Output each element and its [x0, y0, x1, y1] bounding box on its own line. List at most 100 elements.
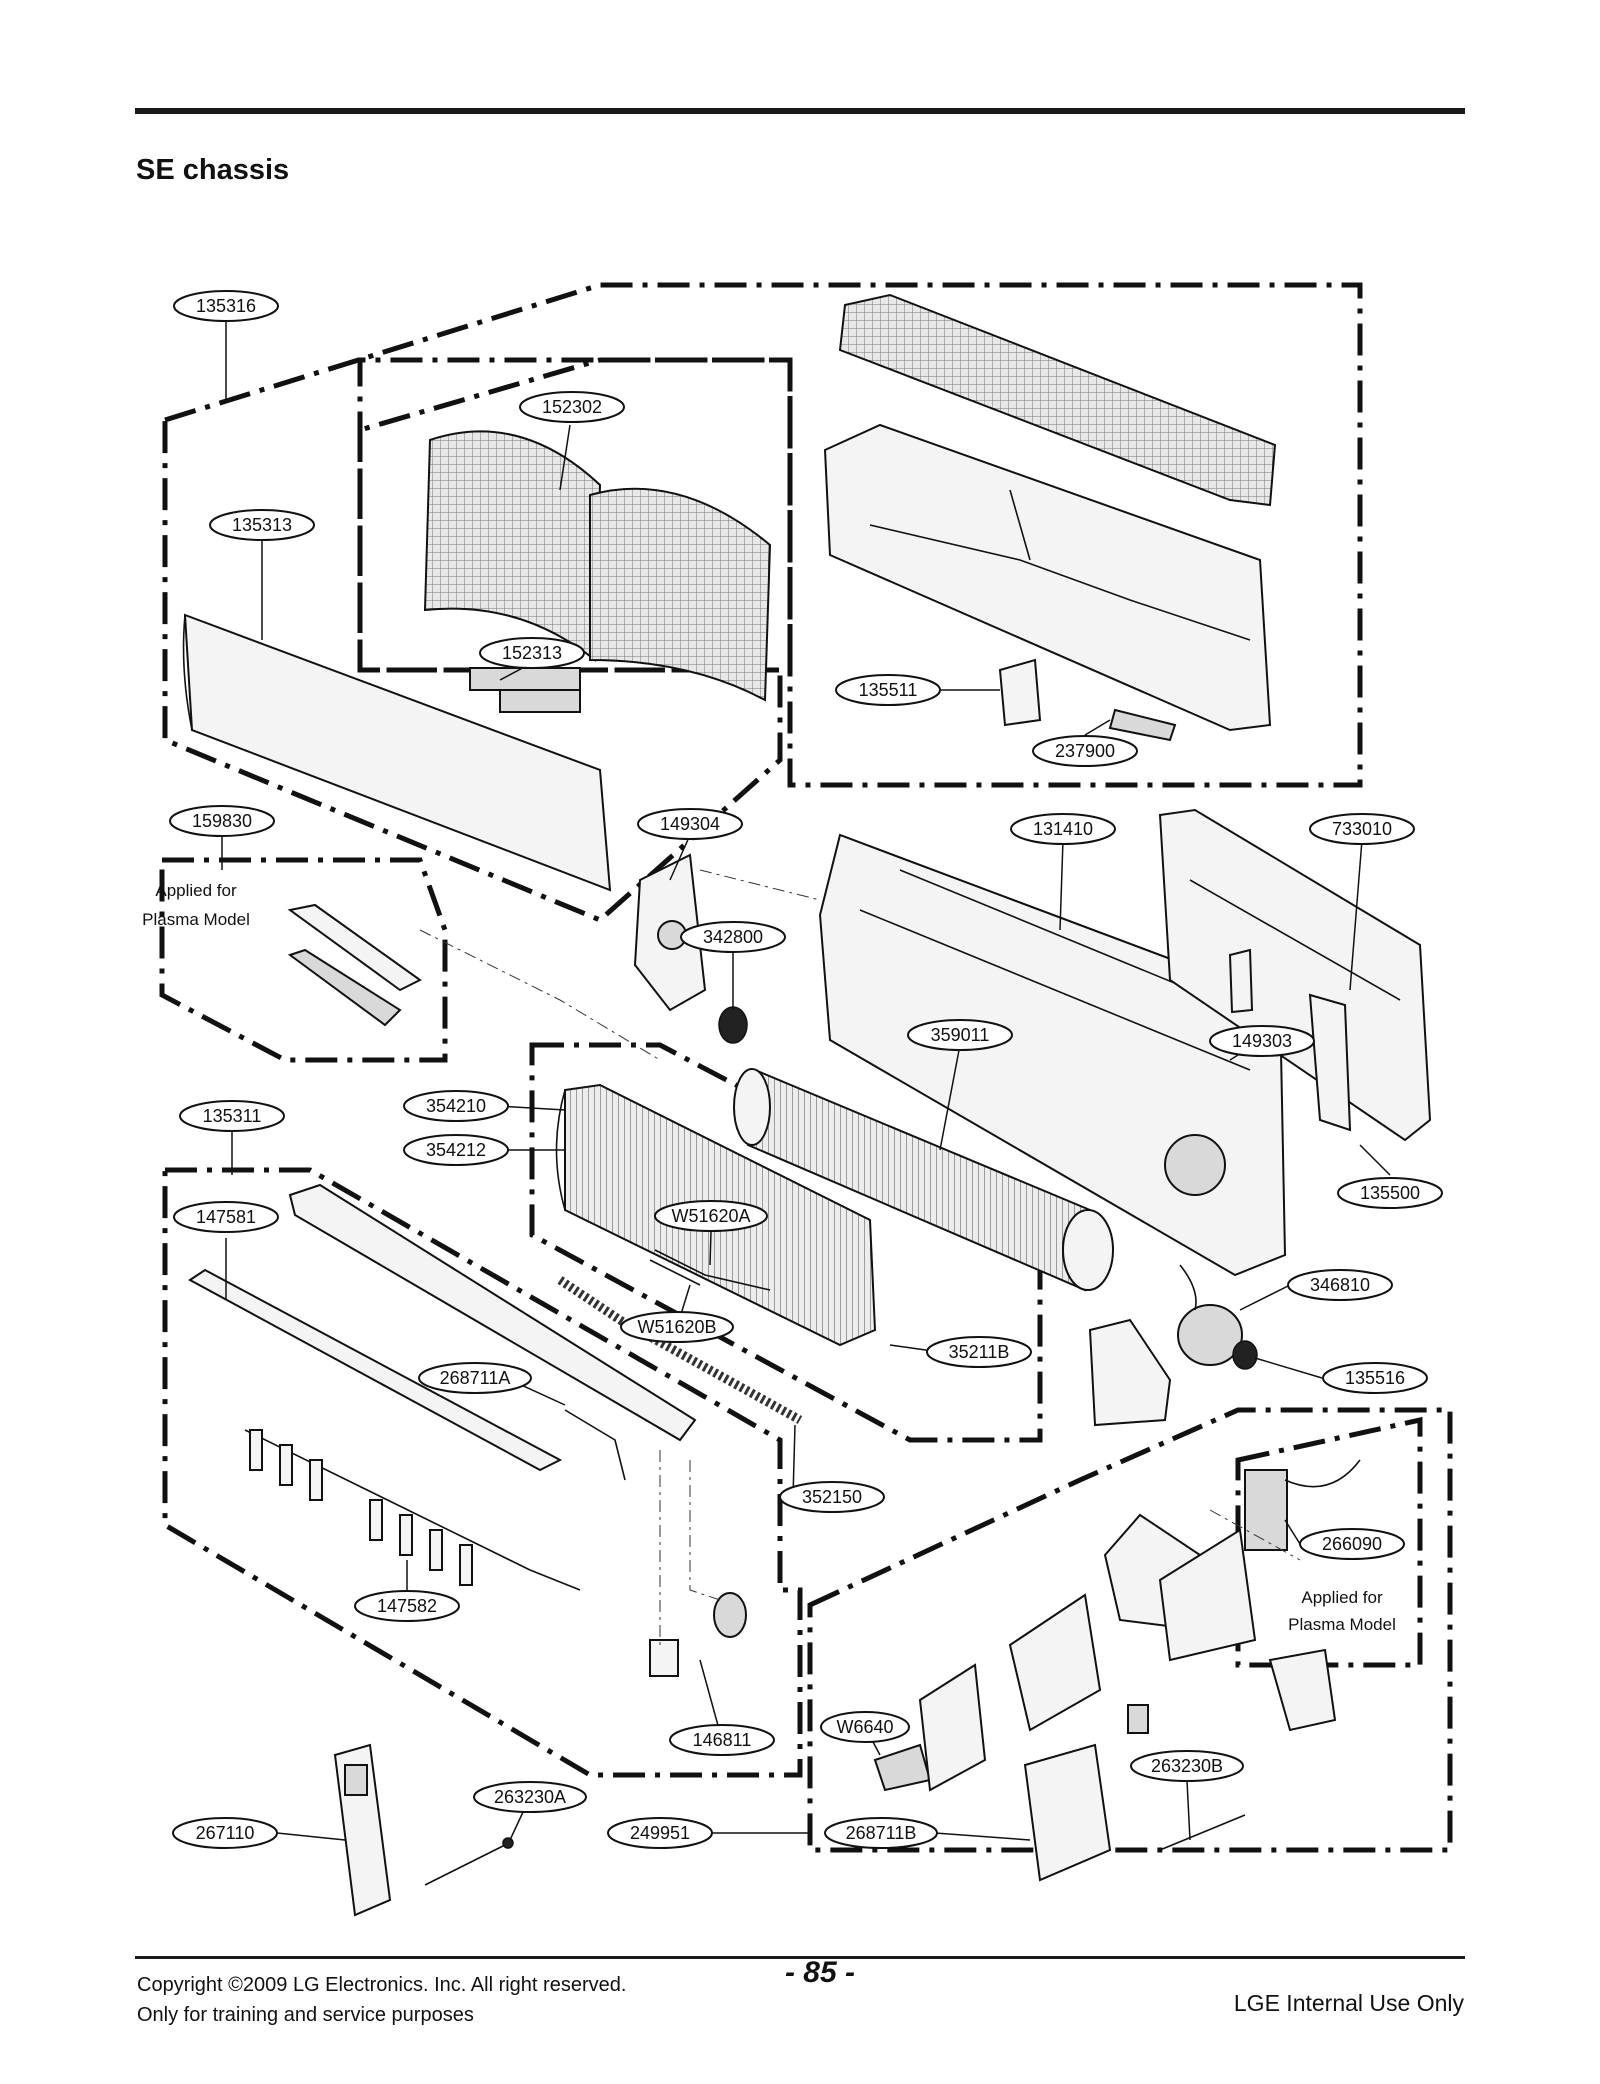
svg-text:135316: 135316 [196, 296, 256, 316]
remote-controller [333, 1743, 392, 1917]
callout-237900: 237900 [1032, 735, 1138, 767]
svg-text:W6640: W6640 [836, 1717, 893, 1737]
assembly-guide-line [689, 1460, 721, 1601]
callout-W51620B: W51620B [620, 1311, 734, 1343]
svg-text:135313: 135313 [232, 515, 292, 535]
callout-359011: 359011 [907, 1019, 1013, 1051]
filter-group-outline [357, 357, 793, 673]
plasma-bracket [1268, 1648, 1337, 1732]
page-title: SE chassis [136, 154, 290, 186]
plasma-filter-group-outline [159, 857, 448, 1063]
side-cover [998, 658, 1042, 727]
svg-text:W51620B: W51620B [637, 1317, 716, 1337]
main-pcb [1023, 1743, 1112, 1882]
front-panel [182, 613, 612, 892]
page-number: - 85 - [784, 1956, 856, 1989]
callout-249951: 249951 [607, 1817, 713, 1849]
svg-text:268711A: 268711A [440, 1368, 511, 1388]
callout-159830: 159830 [169, 805, 275, 837]
callout-268711A: 268711A [418, 1362, 532, 1394]
installation-plate [1158, 808, 1432, 1142]
plasma-generator-group-outline [1235, 1416, 1423, 1668]
svg-text:237900: 237900 [1055, 741, 1115, 761]
callout-268711B: 268711B [824, 1817, 938, 1849]
copyright-text: Copyright ©2009 LG Electronics. Inc. All… [137, 1974, 627, 1996]
callout-135313: 135313 [209, 509, 315, 541]
svg-text:266090: 266090 [1322, 1534, 1382, 1554]
svg-text:135516: 135516 [1345, 1368, 1405, 1388]
callout-152302: 152302 [519, 391, 625, 423]
svg-text:359011: 359011 [931, 1025, 990, 1045]
pipe-thermistor-indoor [424, 1837, 514, 1886]
evaporator-group-outline [529, 1042, 1043, 1443]
drain-hose [557, 1276, 803, 1424]
callout-266090: 266090 [1299, 1528, 1405, 1560]
assembly-guide-line [699, 869, 821, 901]
footer-rule [135, 1956, 1465, 1959]
svg-text:354212: 354212 [426, 1140, 486, 1160]
callout-147582: 147582 [354, 1590, 460, 1622]
svg-text:131410: 131410 [1033, 819, 1093, 839]
air-filter-left [423, 430, 602, 663]
internal-use-text: LGE Internal Use Only [1233, 1990, 1464, 2016]
left-holder [633, 853, 707, 1012]
callout-135511: 135511 [835, 674, 941, 706]
callout-131410: 131410 [1010, 813, 1116, 845]
deodorizing-filter [469, 667, 581, 713]
callout-352150: 352150 [779, 1481, 885, 1513]
svg-text:249951: 249951 [630, 1823, 690, 1843]
fan-bearing [718, 1006, 748, 1044]
svg-text:152313: 152313 [502, 643, 562, 663]
terminal-block [873, 1743, 932, 1792]
discharge-vane [188, 1183, 697, 1472]
svg-text:149303: 149303 [1232, 1031, 1292, 1051]
callout-135516: 135516 [1322, 1362, 1428, 1394]
callout-147581: 147581 [173, 1201, 279, 1233]
pipe-thermistor-outdoor [1159, 1814, 1246, 1851]
plasma-generator [1244, 1459, 1361, 1551]
svg-text:135500: 135500 [1360, 1183, 1420, 1203]
plasma-note-right-line2: Plasma Model [1288, 1615, 1396, 1634]
svg-text:135511: 135511 [859, 680, 918, 700]
step-motor [649, 1592, 747, 1677]
callout-146811: 146811 [669, 1724, 775, 1756]
plasma-filter [287, 903, 422, 1027]
cross-flow-fan-group-outline [162, 1167, 803, 1778]
front-panel-group-outline [162, 282, 1363, 923]
svg-text:149304: 149304 [660, 814, 720, 834]
callout-149304: 149304 [637, 808, 743, 840]
plasma-note-right-line1: Applied for [1301, 1588, 1383, 1607]
svg-text:263230B: 263230B [1151, 1756, 1223, 1776]
training-text: Only for training and service purposes [137, 2004, 474, 2026]
front-grille [823, 293, 1277, 732]
cover-plate [918, 1663, 987, 1792]
assembly-guide-line [419, 929, 661, 1061]
svg-text:35211B: 35211B [949, 1342, 1010, 1362]
svg-text:147582: 147582 [377, 1596, 437, 1616]
svg-text:352150: 352150 [802, 1487, 862, 1507]
svg-text:W51620A: W51620A [671, 1206, 750, 1226]
plasma-note-left-line2: Plasma Model [142, 910, 250, 929]
header-rule [135, 108, 1465, 114]
callout-W51620A: W51620A [654, 1200, 768, 1232]
svg-text:263230A: 263230A [494, 1787, 566, 1807]
svg-text:146811: 146811 [693, 1730, 752, 1750]
callout-733010: 733010 [1309, 813, 1415, 845]
motor-mount [1088, 1318, 1172, 1427]
control-box-group-outline [807, 1407, 1453, 1853]
callout-346810: 346810 [1287, 1269, 1393, 1301]
svg-text:346810: 346810 [1310, 1275, 1370, 1295]
callout-35211B: 35211B [926, 1336, 1032, 1368]
plasma-note-left-line1: Applied for [155, 881, 237, 900]
svg-text:354210: 354210 [426, 1096, 486, 1116]
svg-text:147581: 147581 [196, 1207, 256, 1227]
footer-left: Copyright ©2009 LG Electronics. Inc. All… [137, 1970, 626, 2030]
callout-267110: 267110 [172, 1817, 278, 1849]
svg-text:159830: 159830 [192, 811, 252, 831]
callout-W6640: W6640 [820, 1711, 910, 1743]
svg-text:268711B: 268711B [846, 1823, 917, 1843]
callout-152313: 152313 [479, 637, 585, 669]
callout-135500: 135500 [1337, 1177, 1443, 1209]
display-window [1108, 708, 1177, 742]
